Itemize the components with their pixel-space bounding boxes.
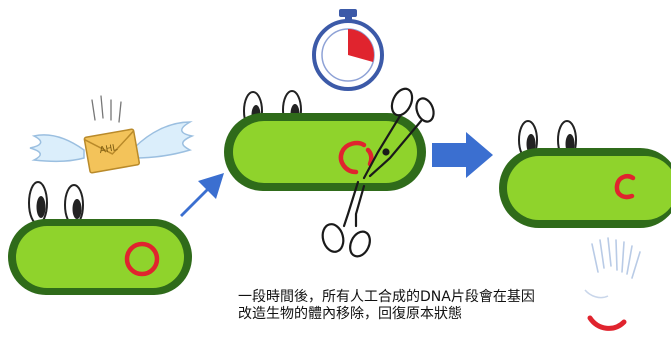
face-icon: [584, 237, 641, 331]
dna-ring-icon: [124, 241, 160, 277]
envelope-label: AHL: [99, 143, 118, 156]
left-wing-icon: [29, 134, 85, 163]
arrow-icon: [432, 132, 493, 178]
caption-text: 一段時間後，所有人工合成的DNA片段會在基因改造生物的體內移除，回復原本狀態: [238, 289, 535, 322]
right-wing-icon: [133, 121, 195, 159]
dna-fragment-icon: [614, 174, 636, 200]
dna-fragment-icon: [338, 140, 367, 175]
stopwatch-icon: [312, 9, 384, 91]
arrow-icon: [180, 173, 224, 217]
bacterium-2: [224, 90, 426, 191]
ahl-envelope: AHL: [29, 95, 195, 174]
bacterium-3: [499, 120, 671, 228]
stopwatch-wedge: [348, 29, 374, 62]
motion-lines-icon: [91, 95, 122, 123]
envelope-icon: AHL: [83, 128, 141, 174]
bacterium-1: [8, 181, 192, 295]
scissors-icon: [321, 87, 435, 258]
